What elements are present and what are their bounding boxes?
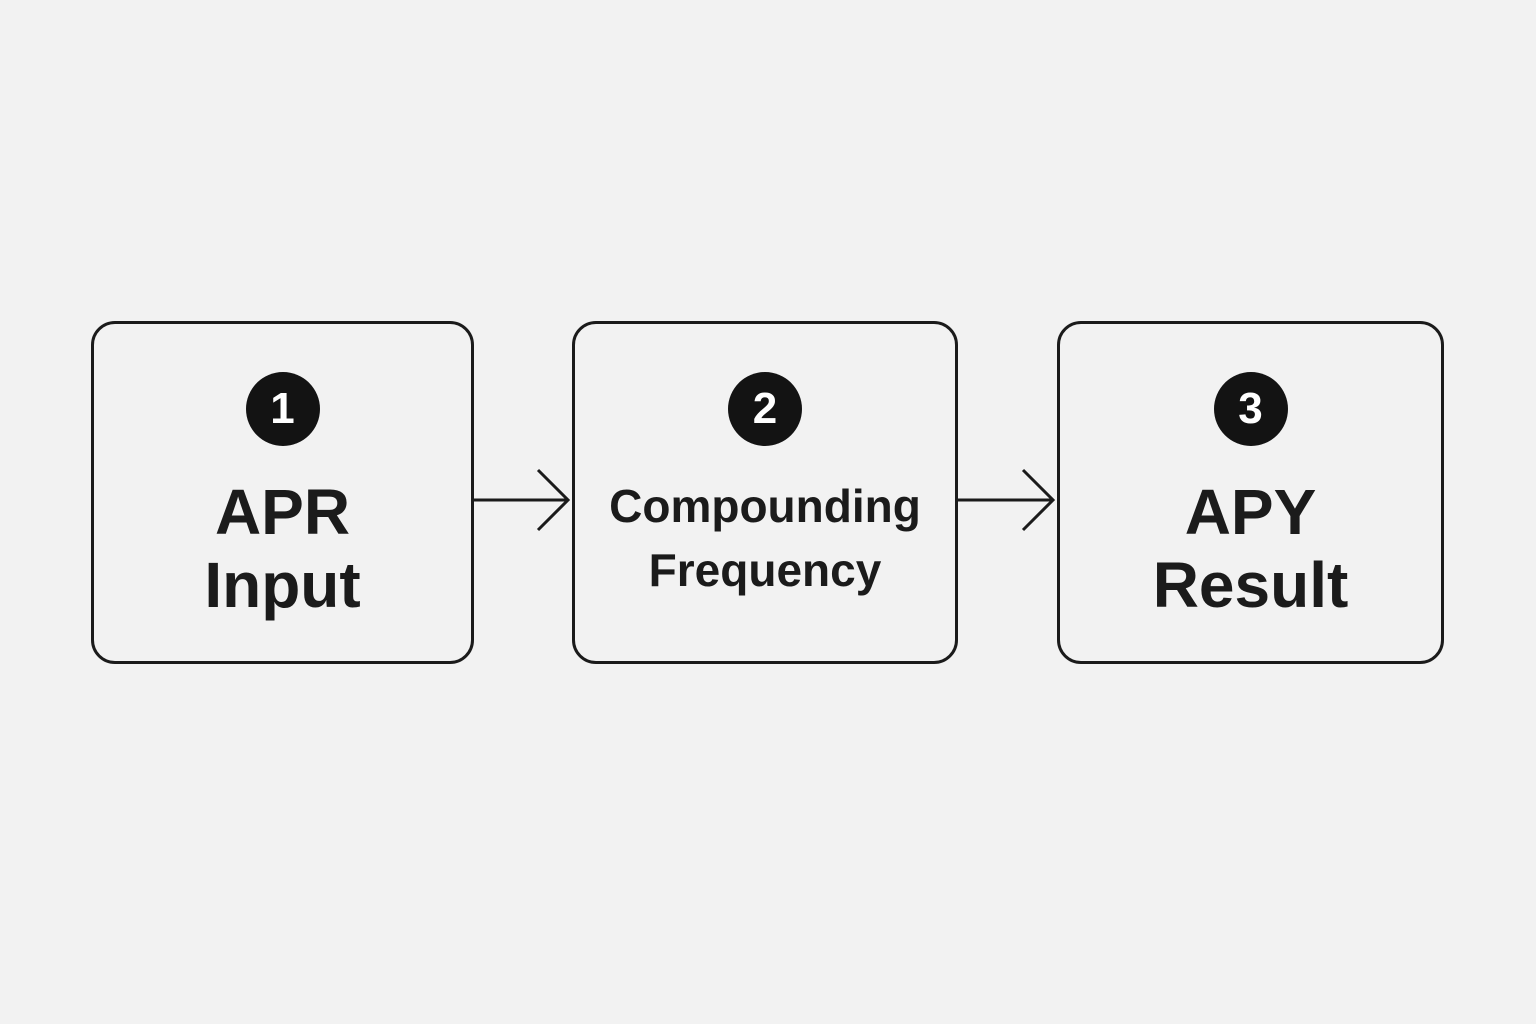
step-box-compounding-frequency: 2 Compounding Frequency xyxy=(572,321,958,664)
step-label-line: Result xyxy=(1152,549,1349,621)
step-box-apr-input: 1 APR Input xyxy=(91,321,474,664)
right-arrow-icon xyxy=(956,468,1056,532)
step-label-line: Compounding xyxy=(609,480,921,532)
step-label: Compounding Frequency xyxy=(575,474,955,602)
step-box-apy-result: 3 APY Result xyxy=(1057,321,1444,664)
step-label-line: Input xyxy=(204,549,361,621)
right-arrow-icon xyxy=(472,468,571,532)
step-label: APR Input xyxy=(94,476,471,622)
step-label-line: APR xyxy=(214,476,351,548)
step-label-line: Frequency xyxy=(648,544,882,596)
step-number-badge: 2 xyxy=(728,372,802,446)
step-number-badge: 1 xyxy=(245,372,320,446)
step-number-badge: 3 xyxy=(1213,372,1288,446)
step-label: APY Result xyxy=(1060,476,1441,622)
step-label-line: APY xyxy=(1184,476,1317,548)
